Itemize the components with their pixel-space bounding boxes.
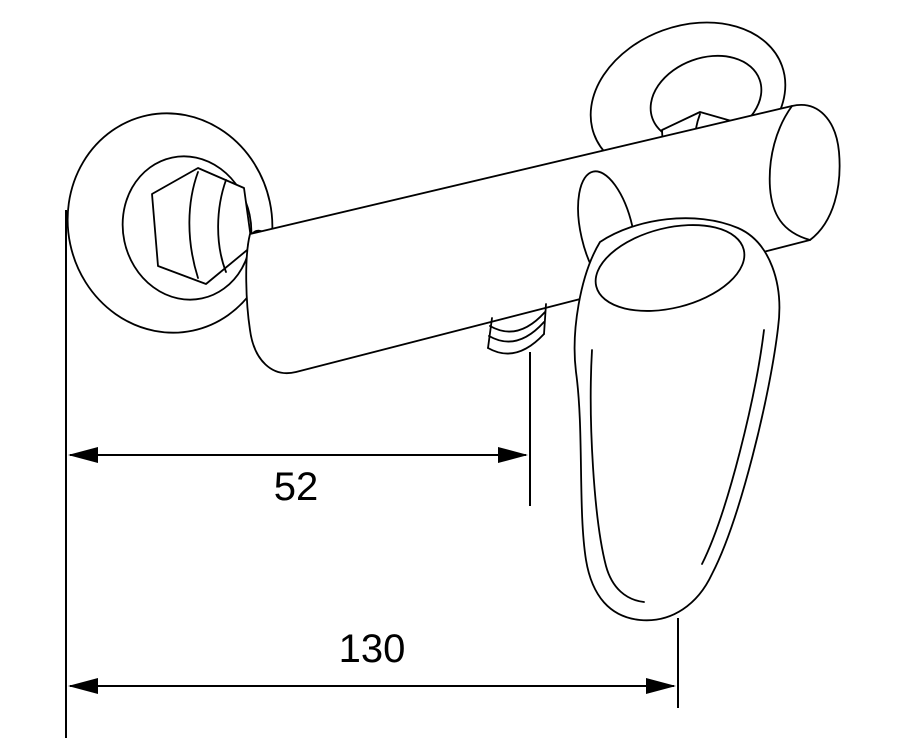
outlet-thread-rib-1 xyxy=(489,311,546,333)
outlet-right-edge xyxy=(543,303,547,335)
dimension-line-52 xyxy=(68,447,528,463)
lever-handle xyxy=(573,217,781,622)
dimension-label-52: 52 xyxy=(274,465,319,509)
dimension-labels: 52 130 xyxy=(274,465,406,671)
lever-handle-inner-left-contour xyxy=(589,349,645,603)
hex-nut-left-facet-2 xyxy=(217,179,227,273)
faucet-body-end-seam xyxy=(768,105,811,241)
dimension-130-arrow-right xyxy=(646,678,676,694)
outlet-thread-rib-2 xyxy=(488,321,545,343)
outlet-bottom-rim xyxy=(487,333,545,355)
dimension-130-arrow-left xyxy=(68,678,98,694)
lever-handle-outline xyxy=(573,217,781,622)
dimension-label-130: 130 xyxy=(339,627,406,671)
hex-nut-left-facet-1 xyxy=(188,171,199,279)
outlet-left-edge xyxy=(487,317,493,349)
dimension-line-130 xyxy=(68,678,676,694)
dimension-52-arrow-right xyxy=(498,447,528,463)
dimension-52-arrow-left xyxy=(68,447,98,463)
hose-outlet-thread xyxy=(487,303,547,355)
faucet-artwork xyxy=(66,21,841,622)
lever-handle-inner-right-contour xyxy=(701,329,765,565)
dimension-annotations xyxy=(65,210,679,738)
lever-handle-cap-seam xyxy=(594,224,746,312)
